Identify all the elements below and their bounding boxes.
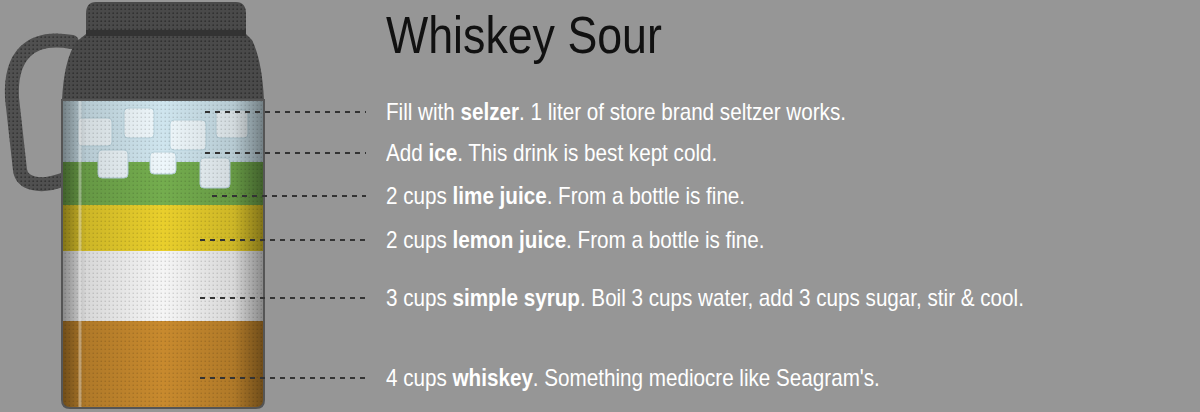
ingredient-name: whiskey (453, 364, 533, 391)
leader-line (205, 111, 366, 113)
pitcher-lid (62, 2, 264, 100)
step-text: . From a bottle is fine. (547, 182, 745, 209)
lid-rim (86, 30, 246, 36)
lid-texture (62, 2, 264, 100)
body-texture (62, 100, 264, 408)
step-text: . From a bottle is fine. (566, 226, 764, 253)
step-text: 4 cups (386, 364, 453, 391)
recipe-step: 3 cups simple syrup. Boil 3 cups water, … (386, 284, 1024, 313)
diagram-title: Whiskey Sour (386, 9, 662, 61)
leader-line (205, 152, 366, 154)
recipe-step: Add ice. This drink is best kept cold. (386, 139, 717, 168)
step-text: . 1 liter of store brand seltzer works. (519, 98, 846, 125)
leader-line (200, 239, 366, 241)
body-shading (62, 100, 264, 408)
step-text: 2 cups (386, 182, 453, 209)
recipe-step: 2 cups lime juice. From a bottle is fine… (386, 182, 745, 211)
recipe-step: Fill with selzer. 1 liter of store brand… (386, 98, 846, 127)
glass-highlight (79, 100, 82, 408)
leader-line (200, 377, 366, 379)
step-text: 2 cups (386, 226, 453, 253)
ingredient-name: lime juice (453, 182, 547, 209)
step-text: . Boil 3 cups water, add 3 cups sugar, s… (580, 284, 1024, 311)
ingredient-name: ice (428, 139, 457, 166)
step-text: . This drink is best kept cold. (457, 139, 717, 166)
leader-line (212, 195, 366, 197)
step-text: Fill with (386, 98, 461, 125)
leader-lines (200, 112, 366, 378)
recipe-step: 2 cups lemon juice. From a bottle is fin… (386, 226, 765, 255)
ingredient-name: simple syrup (453, 284, 580, 311)
leader-line (200, 297, 366, 299)
step-text: Add (386, 139, 428, 166)
recipe-step: 4 cups whiskey. Something mediocre like … (386, 364, 880, 393)
step-text: . Something mediocre like Seagram's. (533, 364, 880, 391)
pitcher-outline (62, 100, 264, 408)
step-text: 3 cups (386, 284, 453, 311)
ingredient-name: lemon juice (453, 226, 567, 253)
ingredient-name: selzer (461, 98, 520, 125)
pitcher-body (62, 100, 264, 408)
